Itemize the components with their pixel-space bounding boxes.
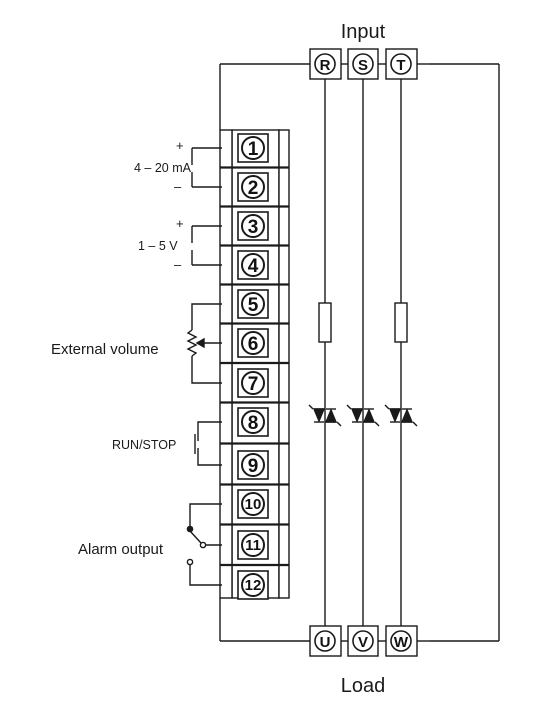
terminal-v-label: V <box>358 634 368 651</box>
external-volume-label: External volume <box>51 341 159 358</box>
terminal-1: 1 <box>237 133 269 163</box>
terminal-block <box>219 129 290 599</box>
terminal-r-circle <box>314 53 336 75</box>
terminal-u-circle <box>314 630 336 652</box>
terminal-9: 9 <box>237 450 269 480</box>
external-volume-wires <box>186 303 222 384</box>
terminal-v-circle <box>352 630 374 652</box>
terminal-number-label: 7 <box>248 374 259 395</box>
terminal-2: 2 <box>237 172 269 202</box>
current-range-label: 4 – 20 mA <box>134 161 192 175</box>
current-input-wires <box>191 147 222 188</box>
terminal-t-label: T <box>396 57 405 74</box>
terminal-number-circle <box>241 492 265 516</box>
terminal-number-label: 12 <box>245 577 262 594</box>
voltage-minus-sign: – <box>174 257 182 272</box>
terminal-number-label: 10 <box>245 496 262 513</box>
load-label: Load <box>341 675 386 697</box>
terminal-number-circle <box>241 253 265 277</box>
terminal-w-label: W <box>394 634 409 651</box>
terminal-number-circle <box>241 175 265 199</box>
fuse-t <box>394 302 408 343</box>
terminal-4: 4 <box>237 250 269 280</box>
terminal-number-circle <box>241 214 265 238</box>
terminal-5: 5 <box>237 289 269 319</box>
fuse-r <box>318 302 332 343</box>
alarm-output-label: Alarm output <box>78 541 164 558</box>
input-label: Input <box>341 21 386 43</box>
terminal-number-label: 8 <box>248 413 259 434</box>
terminal-number-label: 3 <box>248 217 259 238</box>
run-stop-label: RUN/STOP <box>112 438 176 452</box>
thyristor-t <box>384 404 418 427</box>
run-stop-wires <box>194 421 222 466</box>
terminal-s-circle <box>352 53 374 75</box>
terminal-8: 8 <box>237 407 269 437</box>
terminal-number-circle <box>241 371 265 395</box>
terminal-s-label: S <box>358 57 368 74</box>
terminal-12: 12 <box>237 570 269 600</box>
terminal-number-label: 5 <box>248 295 259 316</box>
terminal-t-circle <box>390 53 412 75</box>
terminal-u-label: U <box>320 634 331 651</box>
terminal-number-label: 9 <box>248 456 259 477</box>
frame-wires <box>219 63 500 642</box>
terminal-number-label: 11 <box>245 537 261 554</box>
terminal-number-label: 2 <box>248 178 259 199</box>
phase-lines <box>324 79 402 626</box>
terminal-number-circle <box>241 410 265 434</box>
terminal-number-circle <box>241 533 265 557</box>
terminal-number-circle <box>241 331 265 355</box>
terminal-number-label: 4 <box>248 256 259 277</box>
terminal-number-circle <box>241 136 265 160</box>
alarm-output-wires <box>186 503 222 586</box>
thyristor-r <box>308 404 342 427</box>
terminal-number-circle <box>241 292 265 316</box>
current-plus-sign: + <box>176 138 184 153</box>
terminal-10: 10 <box>237 489 269 519</box>
terminal-r-label: R <box>320 57 331 74</box>
current-minus-sign: – <box>174 179 182 194</box>
terminal-number-label: 6 <box>248 334 259 355</box>
terminal-w-circle <box>390 630 412 652</box>
thyristor-s <box>346 404 380 427</box>
terminal-7: 7 <box>237 368 269 398</box>
terminal-3: 3 <box>237 211 269 241</box>
terminal-6: 6 <box>237 328 269 358</box>
voltage-range-label: 1 – 5 V <box>138 239 178 253</box>
voltage-plus-sign: + <box>176 216 184 231</box>
terminal-11: 11 <box>237 530 269 560</box>
voltage-input-wires <box>191 225 222 266</box>
terminal-number-circle <box>241 453 265 477</box>
terminal-number-label: 1 <box>248 139 259 160</box>
terminal-number-circle <box>241 573 265 597</box>
